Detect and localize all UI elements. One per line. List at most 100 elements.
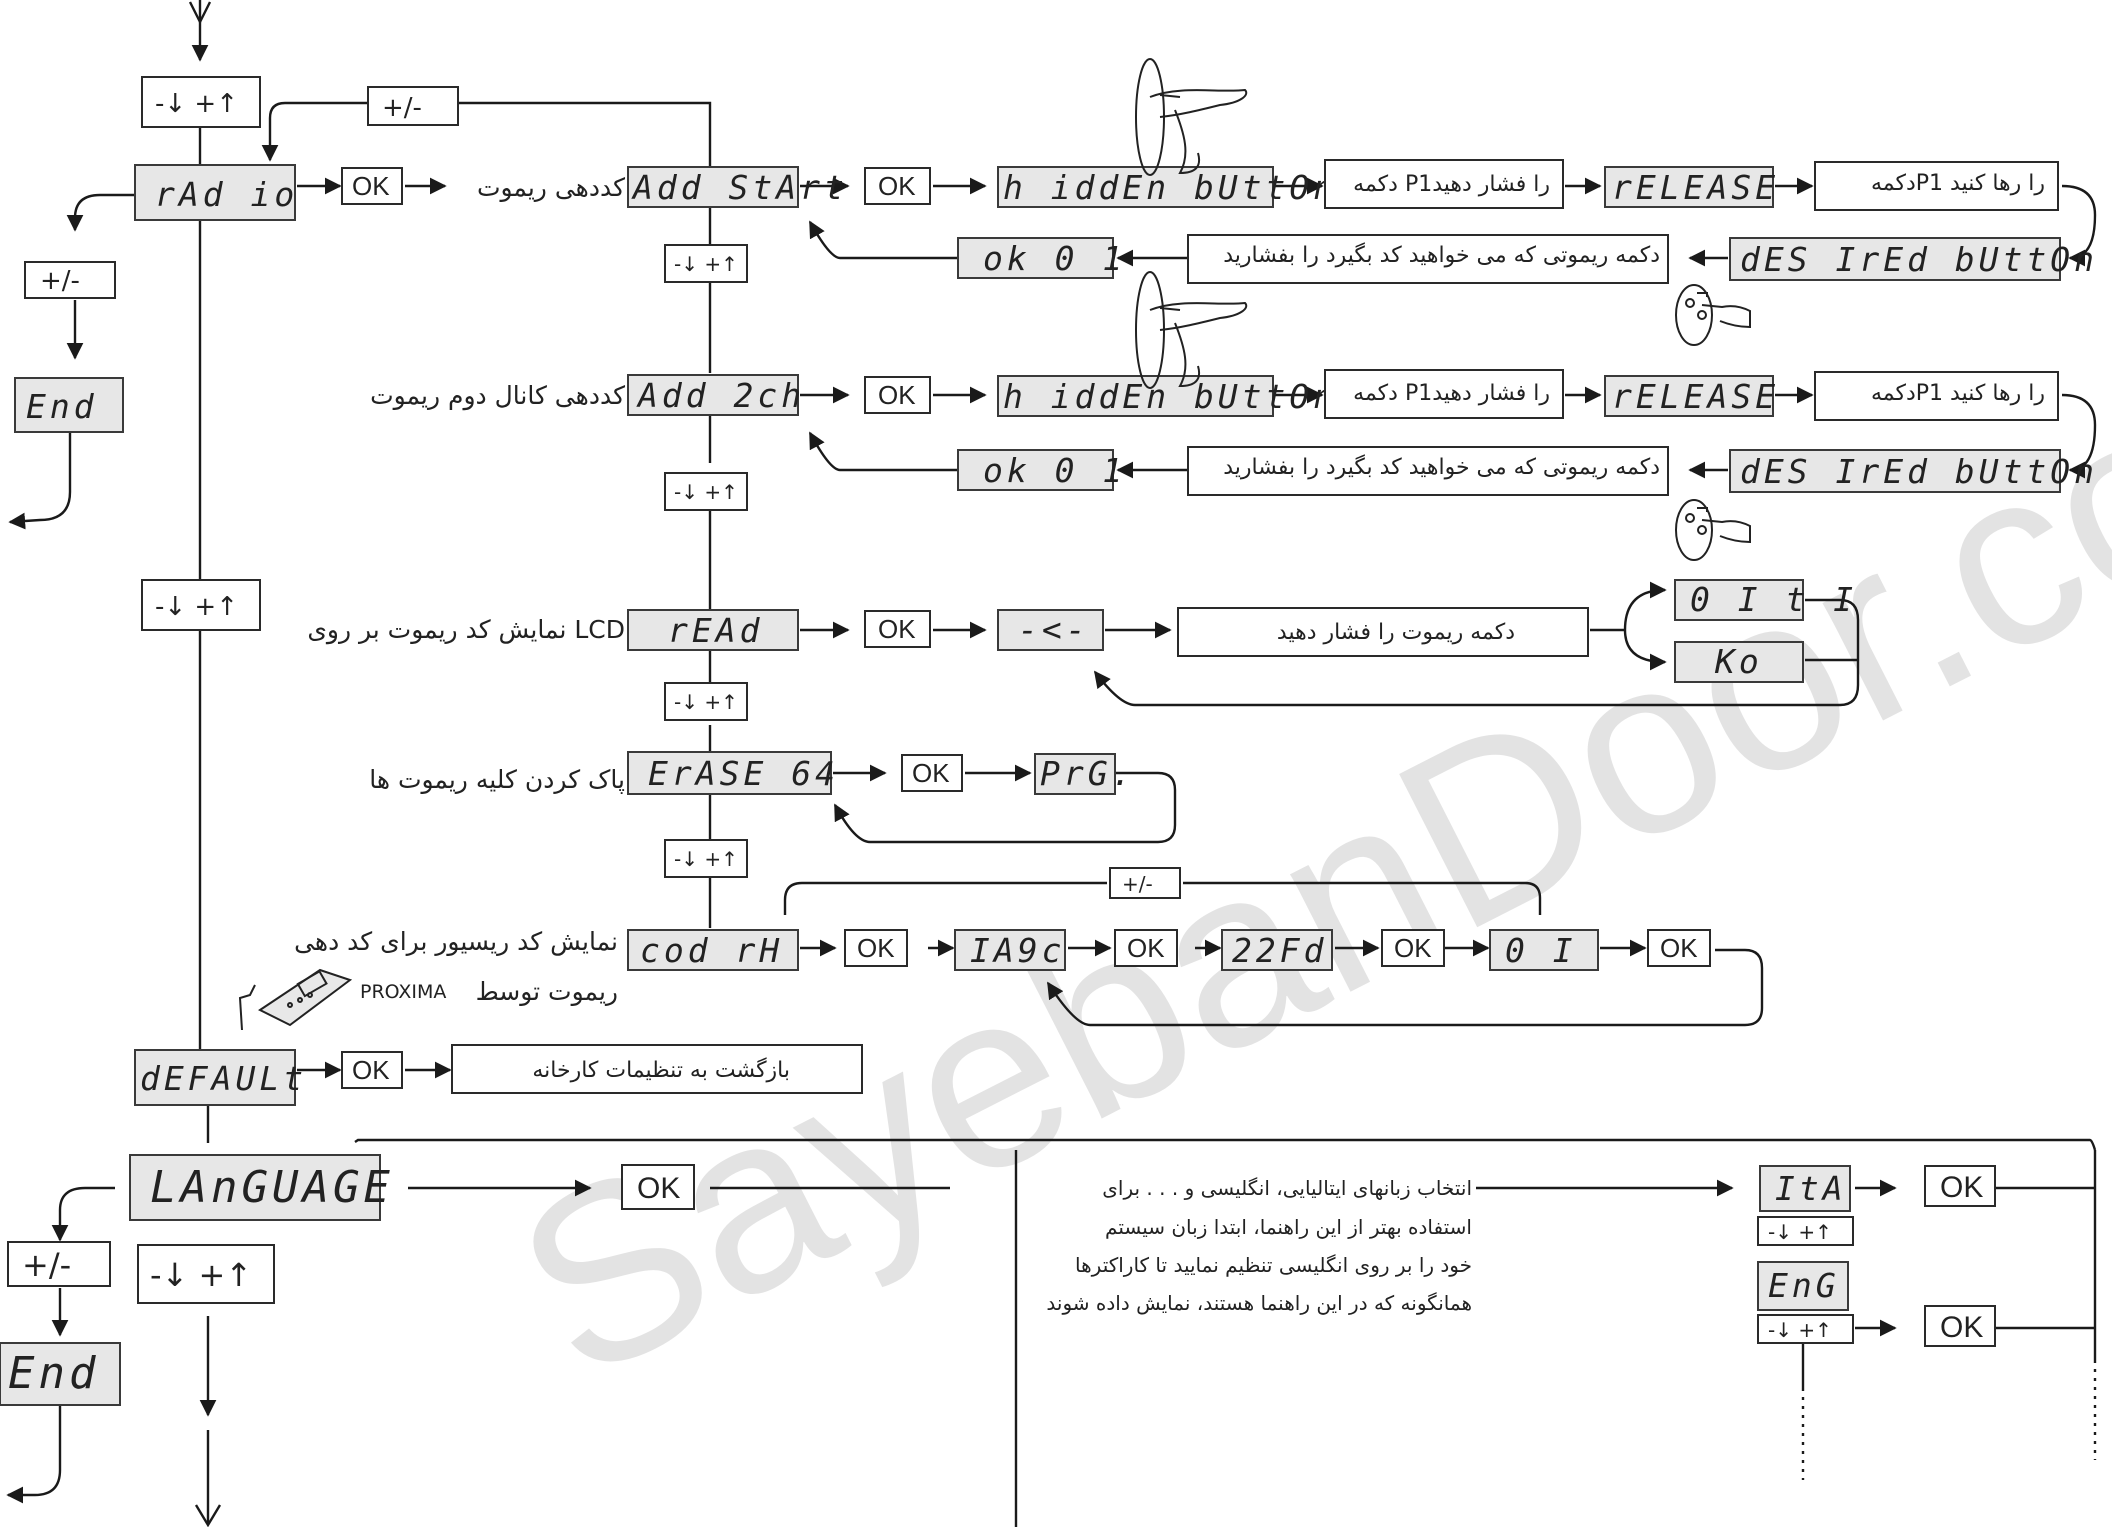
release-p1-instruction: دکمهP1 را رها کنید bbox=[1814, 161, 2059, 211]
radio-menu-display[interactable]: rAd io bbox=[134, 164, 298, 221]
svg-text:0 I: 0 I bbox=[1505, 931, 1577, 970]
svg-text:دکمه P1را فشار دهید: دکمه P1را فشار دهید bbox=[1353, 381, 1550, 406]
nav-updown-ita[interactable]: -↓ +↑ bbox=[1757, 1216, 1854, 1246]
language-note-line2: استفاده بهتر از این راهنما، ابتدا زبان س… bbox=[1105, 1215, 1472, 1239]
svg-text:ItA: ItA bbox=[1775, 1169, 1847, 1208]
svg-text:22Fd: 22Fd bbox=[1232, 931, 1327, 970]
svg-text:-↓ +↑: -↓ +↑ bbox=[674, 847, 738, 871]
cod-rx-display[interactable]: cod rH bbox=[627, 929, 799, 971]
ita-display[interactable]: ItA bbox=[1759, 1165, 1851, 1212]
svg-text:OK: OK bbox=[637, 1172, 680, 1205]
svg-text:بازگشت به تنظیمات کارخانه: بازگشت به تنظیمات کارخانه bbox=[532, 1057, 790, 1083]
svg-text:h iddEn bUttOn: h iddEn bUttOn bbox=[1003, 377, 1337, 416]
svg-text:ok 0 1: ok 0 1 bbox=[983, 239, 1126, 278]
ok-erase[interactable]: OK bbox=[901, 754, 963, 792]
finger-press-icon bbox=[1135, 271, 1248, 389]
code3-display: 0 I bbox=[1489, 929, 1599, 971]
ok01-display: ok 0 1 bbox=[957, 237, 1126, 279]
press-remote-instruction-2ch: دکمه ریموتی که می خواهید کد بگیرد را بفش… bbox=[1187, 446, 1669, 496]
ok-code1[interactable]: OK bbox=[1114, 929, 1178, 967]
svg-text:-↓ +↑: -↓ +↑ bbox=[150, 1256, 252, 1294]
svg-text:OK: OK bbox=[352, 1055, 390, 1085]
nav-updown-top[interactable]: -↓ +↑ bbox=[141, 76, 261, 128]
end-display-top: End bbox=[14, 377, 124, 433]
release-display: rELEASE bbox=[1604, 166, 1779, 208]
svg-text:EnG: EnG bbox=[1768, 1266, 1840, 1305]
svg-text:OK: OK bbox=[878, 614, 916, 644]
ok-ita[interactable]: OK bbox=[1924, 1165, 1996, 1207]
svg-text:OK: OK bbox=[878, 171, 916, 201]
ok-language[interactable]: OK bbox=[621, 1164, 695, 1210]
cod-rx-label-line2: ریموت توسط bbox=[476, 977, 618, 1006]
nav-updown-addstart[interactable]: -↓ +↑ bbox=[664, 244, 748, 283]
svg-text:-↓ +↑: -↓ +↑ bbox=[1768, 1318, 1832, 1342]
svg-text:dES IrEd bUttOn: dES IrEd bUttOn bbox=[1740, 452, 2098, 491]
svg-text:-↓ +↑: -↓ +↑ bbox=[1768, 1220, 1832, 1244]
svg-text:OK: OK bbox=[1940, 1171, 1983, 1204]
nav-updown-read[interactable]: -↓ +↑ bbox=[141, 579, 261, 631]
svg-text:OK: OK bbox=[912, 758, 950, 788]
svg-text:OK: OK bbox=[1940, 1311, 1983, 1344]
svg-text:Add StArt: Add StArt bbox=[631, 168, 848, 207]
add-2ch-label: کددهی کانال دوم ریموت bbox=[370, 381, 625, 411]
default-menu-display[interactable]: dEFAULt bbox=[134, 1049, 307, 1106]
svg-text:+/-: +/- bbox=[22, 1246, 71, 1284]
result-ko-display: Ko bbox=[1674, 641, 1804, 683]
svg-text:OK: OK bbox=[878, 380, 916, 410]
ok-default[interactable]: OK bbox=[341, 1051, 403, 1089]
hidden-button-display-2ch: h iddEn bUttOn bbox=[997, 375, 1337, 417]
plus-minus-language[interactable]: +/- bbox=[7, 1241, 111, 1287]
language-note-line1: انتخاب زبانهای ایتالیایی، انگلیسی و . . … bbox=[1102, 1176, 1472, 1200]
svg-text:rELEASE: rELEASE bbox=[1612, 168, 1779, 207]
prg-display: PrG. bbox=[1034, 753, 1131, 795]
desired-button-display: dES IrEd bUttOn bbox=[1729, 237, 2094, 281]
svg-text:+/-: +/- bbox=[40, 266, 80, 296]
ok-cod-rx[interactable]: OK bbox=[844, 929, 908, 967]
ok-radio[interactable]: OK bbox=[341, 167, 403, 205]
language-menu-display[interactable]: LAnGUAGE bbox=[129, 1154, 394, 1221]
plus-minus-radio[interactable]: +/- bbox=[367, 86, 459, 126]
ok-code2[interactable]: OK bbox=[1381, 929, 1445, 967]
svg-text:دکمه ریموتی که می خواهید کد بگ: دکمه ریموتی که می خواهید کد بگیرد را بفش… bbox=[1223, 242, 1660, 268]
svg-text:دکمهP1 را رها کنید: دکمهP1 را رها کنید bbox=[1871, 171, 2045, 196]
release-p1-instruction-2ch: دکمهP1 را رها کنید bbox=[1814, 371, 2059, 421]
ok-code3[interactable]: OK bbox=[1647, 929, 1711, 967]
add-start-label: کددهی ریموت bbox=[477, 173, 625, 202]
svg-text:-↓ +↑: -↓ +↑ bbox=[674, 252, 738, 276]
erase-display[interactable]: ErASE 64 bbox=[627, 751, 839, 795]
factory-reset-instruction: بازگشت به تنظیمات کارخانه bbox=[451, 1044, 863, 1094]
svg-text:rAd io: rAd io bbox=[155, 175, 298, 214]
svg-text:cod rH: cod rH bbox=[640, 931, 783, 970]
plus-minus-left[interactable]: +/- bbox=[24, 261, 116, 299]
ok-add-start[interactable]: OK bbox=[864, 167, 931, 205]
nav-updown-language[interactable]: -↓ +↑ bbox=[137, 1244, 275, 1304]
ok-eng[interactable]: OK bbox=[1924, 1305, 1996, 1347]
svg-text:h iddEn bUttOn: h iddEn bUttOn bbox=[1003, 168, 1337, 207]
svg-text:دکمهP1 را رها کنید: دکمهP1 را رها کنید bbox=[1871, 381, 2045, 406]
svg-text:دکمه P1را فشار دهید: دکمه P1را فشار دهید bbox=[1353, 172, 1550, 197]
nav-updown-erase[interactable]: -↓ +↑ bbox=[664, 839, 748, 878]
svg-text:Ko: Ko bbox=[1714, 642, 1763, 681]
ok-add-2ch[interactable]: OK bbox=[864, 376, 931, 414]
svg-text:rELEASE: rELEASE bbox=[1612, 377, 1779, 416]
finger-press-icon bbox=[1135, 58, 1248, 176]
svg-text:-↓ +↑: -↓ +↑ bbox=[674, 690, 738, 714]
erase-label: پاک کردن کلیه ریموت ها bbox=[369, 765, 625, 794]
ok-read[interactable]: OK bbox=[864, 610, 931, 648]
read-display[interactable]: rEAd bbox=[627, 609, 799, 651]
nav-updown-read-inner[interactable]: -↓ +↑ bbox=[664, 682, 748, 721]
press-remote-read-instruction: دکمه ریموت را فشار دهید bbox=[1177, 607, 1589, 657]
add-start-display[interactable]: Add StArt bbox=[627, 166, 848, 208]
handheld-programmer-icon bbox=[238, 968, 353, 1031]
nav-updown-add2ch[interactable]: -↓ +↑ bbox=[664, 472, 748, 511]
press-p1-instruction-2ch: دکمه P1را فشار دهید bbox=[1324, 369, 1564, 419]
nav-updown-eng[interactable]: -↓ +↑ bbox=[1757, 1314, 1854, 1344]
svg-text:OK: OK bbox=[1660, 933, 1698, 963]
svg-text:LAnGUAGE: LAnGUAGE bbox=[150, 1162, 394, 1213]
svg-text:End: End bbox=[26, 387, 98, 426]
eng-display[interactable]: EnG bbox=[1757, 1261, 1849, 1311]
add-2ch-display[interactable]: Add 2ch bbox=[627, 374, 805, 416]
plus-minus-codrx[interactable]: +/- bbox=[1109, 867, 1181, 899]
press-remote-instruction: دکمه ریموتی که می خواهید کد بگیرد را بفش… bbox=[1187, 234, 1669, 284]
